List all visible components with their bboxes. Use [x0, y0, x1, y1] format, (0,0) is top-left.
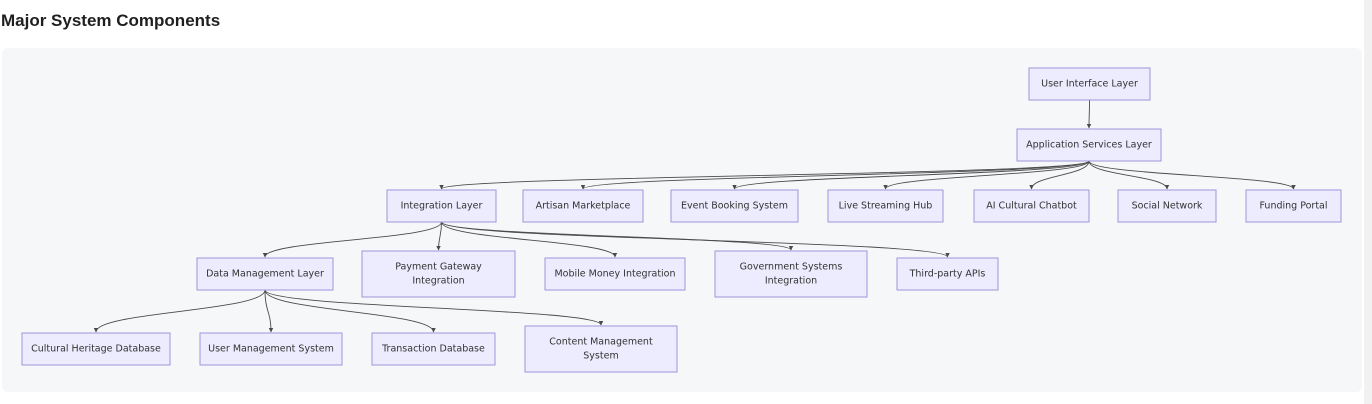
- node-box-transaction: [371, 332, 496, 366]
- edge-app-to-event: [732, 160, 1090, 190]
- node-usermgmt: User Management System: [199, 332, 343, 366]
- edge-data-to-heritage: [93, 289, 266, 333]
- node-label-payment: Integration: [412, 276, 464, 287]
- node-box-artisan: [522, 189, 644, 223]
- node-label-integration: Integration Layer: [401, 201, 483, 212]
- node-event: Event Booking System: [670, 189, 799, 223]
- node-label-ui: User Interface Layer: [1041, 79, 1138, 90]
- edge-app-to-integration: [439, 160, 1090, 190]
- node-ai: AI Cultural Chatbot: [973, 189, 1090, 223]
- edge-integration-to-mobile: [441, 221, 618, 258]
- node-label-gov: Government Systems: [740, 262, 843, 273]
- node-box-thirdparty: [896, 257, 999, 291]
- node-thirdparty: Third-party APIs: [896, 257, 999, 291]
- node-label-event: Event Booking System: [681, 201, 788, 212]
- node-box-heritage: [21, 332, 171, 366]
- node-box-event: [670, 189, 799, 223]
- edge-integration-to-data: [262, 221, 442, 258]
- node-label-artisan: Artisan Marketplace: [536, 201, 631, 212]
- node-box-ui: [1028, 67, 1151, 101]
- node-transaction: Transaction Database: [371, 332, 496, 366]
- node-mobile: Mobile Money Integration: [544, 257, 686, 291]
- node-label-live: Live Streaming Hub: [839, 201, 933, 212]
- node-label-heritage: Cultural Heritage Database: [31, 344, 161, 355]
- edge-app-to-artisan: [580, 160, 1090, 190]
- node-box-gov: [714, 250, 868, 298]
- edge-integration-to-thirdparty: [441, 221, 950, 258]
- edges-layer: [93, 99, 1296, 333]
- node-box-app: [1016, 128, 1162, 162]
- edge-app-to-funding: [1088, 160, 1296, 190]
- node-label-payment: Payment Gateway: [395, 262, 482, 273]
- node-label-funding: Funding Portal: [1259, 201, 1327, 212]
- node-integration: Integration Layer: [386, 189, 497, 223]
- node-box-live: [827, 189, 944, 223]
- node-app: Application Services Layer: [1016, 128, 1162, 162]
- node-label-social: Social Network: [1132, 201, 1203, 212]
- edge-app-to-live: [883, 160, 1090, 190]
- edge-integration-to-payment: [436, 221, 442, 251]
- node-label-gov: Integration: [765, 276, 817, 287]
- node-label-cms: Content Management: [549, 337, 653, 348]
- node-box-integration: [386, 189, 497, 223]
- node-box-social: [1117, 189, 1217, 223]
- edge-ui-to-app: [1086, 99, 1092, 129]
- edge-app-to-ai: [1029, 160, 1090, 190]
- node-funding: Funding Portal: [1245, 189, 1342, 223]
- node-social: Social Network: [1117, 189, 1217, 223]
- node-box-cms: [524, 325, 678, 373]
- node-ui: User Interface Layer: [1028, 67, 1151, 101]
- edge-data-to-transaction: [264, 289, 436, 333]
- node-label-app: Application Services Layer: [1026, 140, 1152, 151]
- node-box-ai: [973, 189, 1090, 223]
- node-box-data: [196, 257, 334, 291]
- node-label-thirdparty: Third-party APIs: [909, 269, 986, 280]
- node-box-usermgmt: [199, 332, 343, 366]
- node-label-data: Data Management Layer: [206, 269, 324, 280]
- node-box-mobile: [544, 257, 686, 291]
- node-label-cms: System: [583, 351, 618, 362]
- edge-data-to-cms: [264, 289, 604, 326]
- scrollbar-track[interactable]: [1364, 0, 1372, 404]
- node-label-transaction: Transaction Database: [381, 344, 485, 355]
- node-heritage: Cultural Heritage Database: [21, 332, 171, 366]
- node-label-mobile: Mobile Money Integration: [554, 269, 675, 280]
- node-data: Data Management Layer: [196, 257, 334, 291]
- edge-app-to-social: [1088, 160, 1170, 190]
- node-label-ai: AI Cultural Chatbot: [986, 201, 1077, 212]
- edge-data-to-usermgmt: [264, 289, 274, 333]
- node-label-usermgmt: User Management System: [208, 344, 334, 355]
- node-artisan: Artisan Marketplace: [522, 189, 644, 223]
- node-box-funding: [1245, 189, 1342, 223]
- node-box-payment: [361, 250, 516, 298]
- page-title: Major System Components: [1, 11, 221, 30]
- node-live: Live Streaming Hub: [827, 189, 944, 223]
